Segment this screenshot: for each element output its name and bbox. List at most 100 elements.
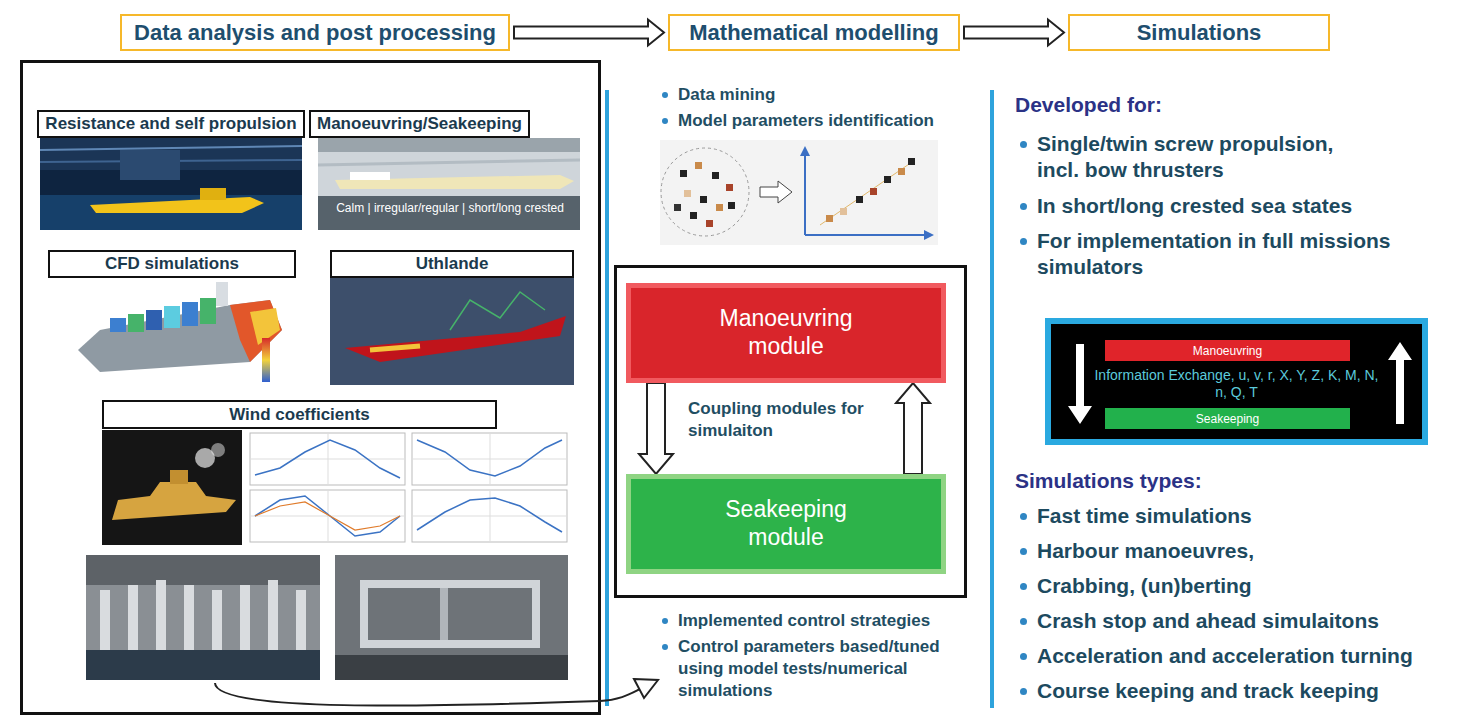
bullet-text: Control parameters based/tuned using mod…: [678, 636, 963, 702]
box-label: Wind coefficients: [229, 405, 370, 425]
bullet-text: For implementation in full missions simu…: [1037, 228, 1402, 280]
wind-coefficient-chart: [490, 433, 491, 485]
hollow-arrow: [639, 383, 673, 474]
cfd-ship-render: [200, 298, 216, 324]
towing-tank-photo: [40, 195, 302, 230]
wind-coefficient-chart: [417, 440, 562, 476]
data-mining-sketch: [820, 160, 915, 225]
box-label: Information Exchange, u, v, r, X, Y, Z, …: [1091, 367, 1382, 401]
stage-header: Mathematical modelling: [668, 14, 960, 51]
test-rig-photo: [440, 588, 448, 640]
module-box: Seakeeping module: [626, 474, 946, 574]
module-bar: Manoeuvring: [1105, 340, 1350, 361]
exchange-panel: [1068, 344, 1092, 424]
test-rig-photo: [532, 580, 540, 648]
seakeeping-basin-photo: [318, 138, 580, 230]
bullet-dot: [1020, 513, 1027, 520]
towing-tank-photo: [40, 138, 302, 230]
data-mining-sketch: [840, 208, 847, 215]
data-flow-curve: [634, 679, 658, 698]
exchange-box: Information Exchange, u, v, r, X, Y, Z, …: [1045, 318, 1428, 445]
hollow-arrow: [964, 20, 1064, 46]
towing-tank-photo: [120, 150, 180, 180]
box-label: Seakeeping module: [701, 496, 871, 551]
test-rig-photo: [335, 655, 568, 680]
wind-tunnel-photo: [102, 430, 242, 545]
test-rig-photo: [86, 555, 320, 680]
panel-frame: [616, 267, 966, 597]
coupling-note: Coupling modules for simulaiton: [688, 398, 888, 442]
wind-tunnel-photo: [112, 482, 236, 520]
data-mining-sketch: [924, 230, 934, 240]
data-flow-curve: [215, 679, 658, 706]
uthlande-render: [370, 346, 420, 350]
box-label: Seakeeping: [1196, 412, 1259, 426]
data-mining-sketch: [856, 196, 863, 203]
wind-coefficient-chart: [250, 433, 567, 542]
data-mining-sketch: [695, 162, 702, 169]
exchange-panel: [1048, 321, 1425, 442]
bullet-dot: [1020, 548, 1027, 555]
data-mining-sketch: [898, 168, 905, 175]
section-heading: Developed for:: [1015, 92, 1415, 118]
box-label: Manoeuvring/Seakeeping: [317, 114, 522, 134]
seakeeping-basin-photo: [318, 138, 580, 152]
test-rig-photo: [86, 555, 320, 585]
data-flow-curve: [215, 683, 640, 706]
data-mining-sketch: [690, 212, 697, 219]
cfd-ship-render: [216, 282, 228, 306]
module-bar: Seakeeping: [1105, 408, 1350, 429]
source-title-box: CFD simulations: [48, 250, 296, 278]
wind-tunnel-photo: [102, 430, 242, 545]
bullet-text: Harbour manoeuvres,: [1037, 538, 1447, 564]
towing-tank-photo: [40, 146, 302, 150]
exchange-panel: [1048, 321, 1425, 442]
data-mining-sketch: [712, 172, 719, 179]
data-mining-sketch: [660, 140, 938, 245]
wind-coefficient-chart: [417, 498, 562, 532]
column-divider: [605, 90, 609, 706]
bullet-text: Crabbing, (un)berting: [1037, 573, 1447, 599]
wind-coefficient-chart: [250, 433, 405, 485]
cfd-ship-render: [78, 300, 282, 372]
data-mining-sketch: [674, 204, 681, 211]
data-mining-sketch: [870, 188, 877, 195]
data-mining-sketch: [884, 176, 891, 183]
source-title-box: Resistance and self propulsion: [37, 110, 305, 138]
seakeeping-basin-photo: [318, 160, 580, 165]
source-title-box: Wind coefficients: [102, 400, 497, 429]
source-title-box: Manoeuvring/Seakeeping: [309, 110, 530, 138]
data-mining-sketch: [680, 170, 687, 177]
image-caption: Calm | irregular/regular | short/long cr…: [322, 201, 578, 215]
bullet-text: Model parameters identification: [678, 110, 963, 132]
test-rig-photo: [86, 555, 568, 680]
wind-coefficient-chart: [255, 440, 400, 478]
data-mining-sketch: [826, 215, 833, 222]
bullet-text: Acceleration and acceleration turning: [1037, 643, 1447, 669]
towing-tank-photo: [200, 188, 226, 200]
cfd-ship-render: [78, 282, 282, 382]
section-heading: Simulations types:: [1015, 468, 1415, 494]
towing-tank-photo: [90, 197, 264, 213]
bullet-text: Implemented control strategies: [678, 610, 963, 632]
box-label: Manoeuvring: [1193, 344, 1262, 358]
column-divider: [607, 90, 992, 708]
uthlande-render: [450, 292, 545, 330]
cfd-ship-render: [146, 310, 162, 330]
bullet-text: Single/twin screw propulsion, incl. bow …: [1037, 131, 1367, 183]
bullet-dot: [1020, 141, 1027, 148]
column-divider: [990, 90, 994, 708]
test-rig-photo: [86, 650, 320, 680]
wind-coefficient-chart: [250, 490, 405, 542]
hollow-arrow: [896, 383, 930, 474]
cfd-ship-render: [110, 318, 126, 332]
bullet-text: Data mining: [678, 84, 958, 106]
seakeeping-basin-photo: [318, 196, 580, 230]
data-mining-sketch: [661, 148, 749, 236]
wind-tunnel-photo: [211, 443, 225, 457]
source-title-box: Uthlande: [330, 250, 574, 278]
box-label: Resistance and self propulsion: [45, 114, 296, 134]
bullet-text: Fast time simulations: [1037, 503, 1447, 529]
bullet-dot: [1020, 688, 1027, 695]
